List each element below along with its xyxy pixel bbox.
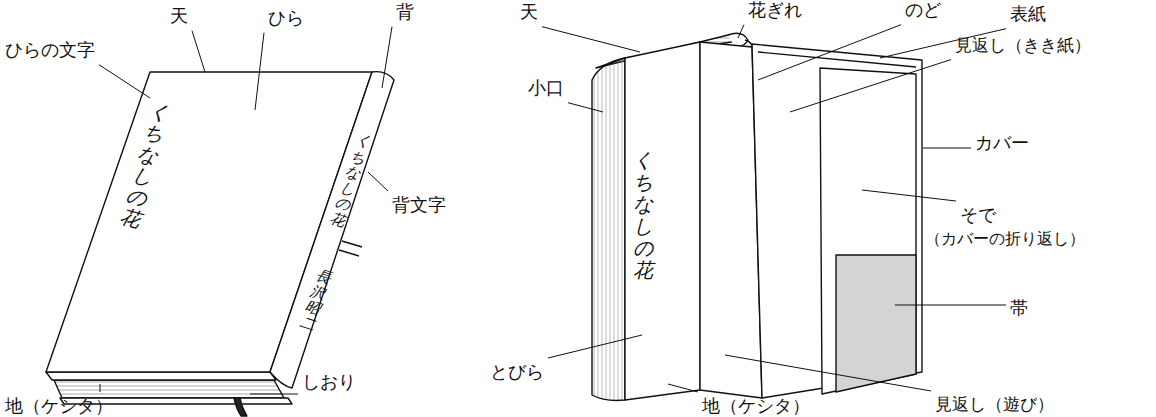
part-label: 見返し（遊び） xyxy=(935,395,1054,415)
obi-band xyxy=(836,255,916,392)
part-label: 天 xyxy=(520,2,538,23)
spine-band xyxy=(342,241,362,247)
vertical-title: くちなしの花 xyxy=(118,99,171,232)
part-label: 天 xyxy=(170,6,188,27)
leader-line xyxy=(548,335,642,358)
leader-line xyxy=(368,172,388,191)
part-label: 背文字 xyxy=(392,195,446,216)
leader-line xyxy=(382,27,392,88)
part-label: 見返し（きき紙） xyxy=(955,36,1091,56)
title-page xyxy=(625,42,700,400)
bookmark-ribbon xyxy=(234,398,247,416)
leader-line xyxy=(758,25,901,80)
leader-line xyxy=(790,60,951,112)
part-label: 小口 xyxy=(528,78,564,99)
part-label: しおり xyxy=(302,372,356,393)
jacket-flap xyxy=(820,68,916,394)
part-label: 表紙 xyxy=(1010,4,1046,25)
part-label: そで xyxy=(960,205,996,226)
free-endpaper xyxy=(700,42,762,398)
leader-line xyxy=(255,33,264,110)
leader-line xyxy=(568,103,603,112)
board-inner-edge xyxy=(758,52,916,67)
part-label: （カバーの折り返し） xyxy=(925,230,1085,248)
front-board-edge xyxy=(46,372,276,380)
leader-line xyxy=(250,394,298,395)
leader-line xyxy=(725,355,931,391)
part-label: のど xyxy=(905,0,941,21)
part-label: 地（ケシタ） xyxy=(5,396,113,417)
part-label: 帯 xyxy=(1010,298,1028,319)
vertical-title: くちなしの花 xyxy=(633,149,653,281)
part-label: カバー xyxy=(975,133,1029,154)
book-spine xyxy=(270,72,394,388)
spine-band xyxy=(339,250,359,256)
leader-line xyxy=(862,190,956,201)
leader-line xyxy=(99,65,150,98)
part-label: 地（ケシタ） xyxy=(702,396,810,417)
leader-line xyxy=(100,384,101,392)
leader-line xyxy=(923,148,971,149)
leader-line xyxy=(192,31,205,72)
fore-edge xyxy=(592,58,625,400)
vertical-title: くちなしの花 xyxy=(328,131,373,230)
part-label: ひらの文字 xyxy=(5,40,95,61)
leader-line xyxy=(895,305,1006,306)
leader-line xyxy=(738,25,744,38)
part-label: 花ぎれ xyxy=(748,0,802,21)
leader-line xyxy=(542,27,640,52)
part-label: とびら xyxy=(490,362,544,383)
part-label: 背 xyxy=(396,2,414,23)
vertical-title: 長沢昭二 xyxy=(298,266,333,333)
part-label: ひら xyxy=(268,8,304,29)
leader-line xyxy=(668,384,698,392)
spine-curve xyxy=(745,40,752,47)
